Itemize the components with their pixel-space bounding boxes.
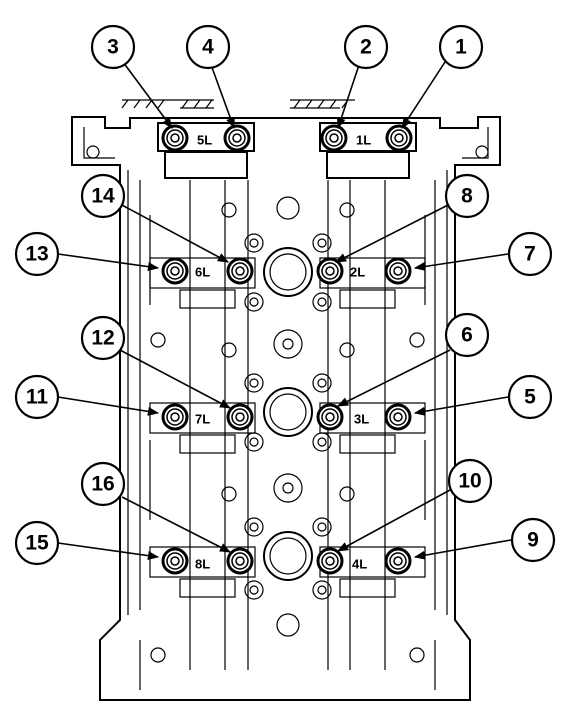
callout-5-label: 5	[524, 386, 536, 409]
cap-label-7L: 7L	[195, 412, 210, 427]
callout-10-label: 10	[458, 470, 481, 493]
callout-11: 11	[14, 374, 60, 420]
cap-label-2L: 2L	[350, 265, 365, 280]
top-cap-right	[319, 122, 417, 179]
cap-label-5L: 5L	[197, 133, 212, 148]
callout-3: 3	[90, 24, 136, 70]
callout-14: 14	[80, 173, 126, 219]
callout-7: 7	[507, 231, 553, 277]
callout-15-label: 15	[25, 532, 49, 555]
callout-7-label: 7	[524, 243, 536, 266]
top-cap-left	[157, 122, 255, 179]
cap-labels: 5L 1L 6L 2L 7L 3L 8L 4L	[195, 133, 371, 572]
callout-4-label: 4	[202, 36, 214, 59]
callout-2: 2	[343, 24, 389, 70]
callout-10: 10	[447, 458, 493, 504]
bolt-head-16	[226, 547, 254, 575]
small-nuts	[221, 202, 355, 600]
callout-12: 12	[80, 315, 126, 361]
bolt-head-2	[320, 124, 348, 152]
callout-8-label: 8	[461, 185, 473, 208]
bolt-head-15	[161, 547, 189, 575]
bolt-head-8	[316, 257, 344, 285]
callout-6: 6	[444, 312, 490, 358]
callout-14-label: 14	[91, 185, 115, 208]
bolt-head-14	[226, 257, 254, 285]
callout-16: 16	[80, 461, 126, 507]
bolt-head-3	[161, 124, 189, 152]
bolt-head-11	[161, 403, 189, 431]
bolt-head-5	[384, 403, 412, 431]
callout-11-label: 11	[26, 386, 49, 409]
callout-13-label: 13	[25, 243, 48, 266]
cap-label-3L: 3L	[354, 412, 369, 427]
center-bores	[263, 196, 313, 637]
callout-8: 8	[444, 173, 490, 219]
cylinder-head-outline	[71, 116, 501, 701]
leader-lines	[57, 61, 512, 561]
cap-label-1L: 1L	[356, 133, 371, 148]
cap-label-6L: 6L	[195, 265, 210, 280]
callout-1: 1	[438, 24, 484, 70]
bolt-head-13	[161, 257, 189, 285]
callout-16-label: 16	[91, 473, 114, 496]
callout-1-label: 1	[455, 36, 467, 59]
bolt-head-6	[316, 403, 344, 431]
bolt-head-10	[316, 547, 344, 575]
callout-9: 9	[510, 517, 556, 563]
row-cap-outlines	[149, 257, 426, 598]
callout-3-label: 3	[107, 36, 119, 59]
callout-5: 5	[507, 374, 553, 420]
callout-2-label: 2	[360, 36, 372, 59]
callout-12-label: 12	[91, 327, 114, 350]
cap-label-8L: 8L	[195, 557, 210, 572]
bolt-head-4	[223, 124, 251, 152]
bolt-head-9	[384, 547, 412, 575]
callout-4: 4	[185, 24, 231, 70]
bolt-head-12	[226, 403, 254, 431]
bolt-head-7	[384, 257, 412, 285]
callout-15: 15	[14, 520, 60, 566]
callout-13: 13	[14, 231, 60, 277]
bolt-heads	[161, 124, 413, 575]
cap-label-4L: 4L	[352, 557, 367, 572]
bolt-head-1	[385, 124, 413, 152]
callout-6-label: 6	[461, 324, 473, 347]
upper-hatched-edge	[121, 99, 355, 109]
callout-9-label: 9	[527, 529, 539, 552]
